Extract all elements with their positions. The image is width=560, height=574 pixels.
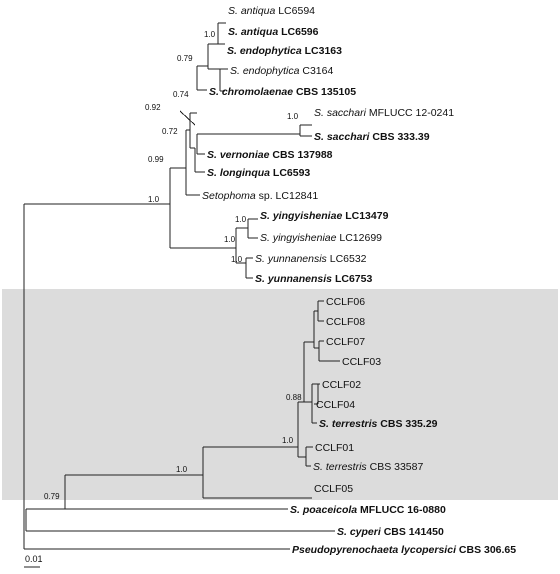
taxon-label: CCLF03 [342,356,381,368]
taxon-label: S. cyperi CBS 141450 [337,526,444,538]
support-value: 1.0 [282,436,294,445]
taxon-label: S. longinqua LC6593 [207,167,310,179]
taxon-label: S. antiqua LC6596 [228,26,319,38]
support-value: 0.79 [177,54,193,63]
taxon-label: S. endophytica C3164 [230,65,333,77]
tip-labels: S. antiqua LC6594 S. antiqua LC6596 S. e… [202,5,516,556]
support-value: 1.0 [235,215,247,224]
support-value: 0.88 [286,393,302,402]
support-values: 1.0 0.79 0.74 0.92 0.72 1.0 0.99 1.0 1.0… [44,30,302,501]
taxon-label: S. terrestris CBS 335.29 [319,418,438,430]
taxon-label: CCLF06 [326,296,365,308]
tree-branches [23,22,340,568]
taxon-label: S. vernoniae CBS 137988 [207,149,333,161]
highlight-box [2,289,558,500]
taxon-label: S. antiqua LC6594 [228,5,315,17]
support-value: 0.79 [44,492,60,501]
taxon-label: S. terrestris CBS 33587 [313,461,423,473]
taxon-label: Pseudopyrenochaeta lycopersici CBS 306.6… [292,544,516,556]
taxon-label: CCLF07 [326,336,365,348]
taxon-label: CCLF04 [316,399,355,411]
taxon-label: S. yingyisheniae LC12699 [260,232,382,244]
scale-bar-label: 0.01 [25,554,43,564]
support-value: 0.99 [148,155,164,164]
taxon-label: S. sacchari MFLUCC 12-0241 [314,107,454,119]
taxon-label: S. sacchari CBS 333.39 [314,131,430,143]
support-value: 1.0 [224,235,236,244]
taxon-label: S. yingyisheniae LC13479 [260,210,389,222]
support-value: 0.74 [173,90,189,99]
taxon-label: S. yunnanensis LC6532 [255,253,367,265]
support-value: 0.92 [145,103,161,112]
taxon-label: CCLF08 [326,316,365,328]
support-value: 1.0 [204,30,216,39]
taxon-label: Setophoma sp. LC12841 [202,190,318,202]
taxon-label: S. endophytica LC3163 [227,45,342,57]
taxon-label: CCLF05 [314,483,353,495]
support-value: 0.72 [162,127,178,136]
support-value: 1.0 [148,195,160,204]
support-value: 1.0 [287,112,299,121]
support-value: 1.0 [231,255,243,264]
taxon-label: S. poaceicola MFLUCC 16-0880 [290,504,446,516]
support-value: 1.0 [176,465,188,474]
taxon-label: CCLF02 [322,379,361,391]
taxon-label: S. chromolaenae CBS 135105 [209,86,356,98]
taxon-label: CCLF01 [315,442,354,454]
support-pointer [179,110,196,126]
taxon-label: S. yunnanensis LC6753 [255,273,372,285]
